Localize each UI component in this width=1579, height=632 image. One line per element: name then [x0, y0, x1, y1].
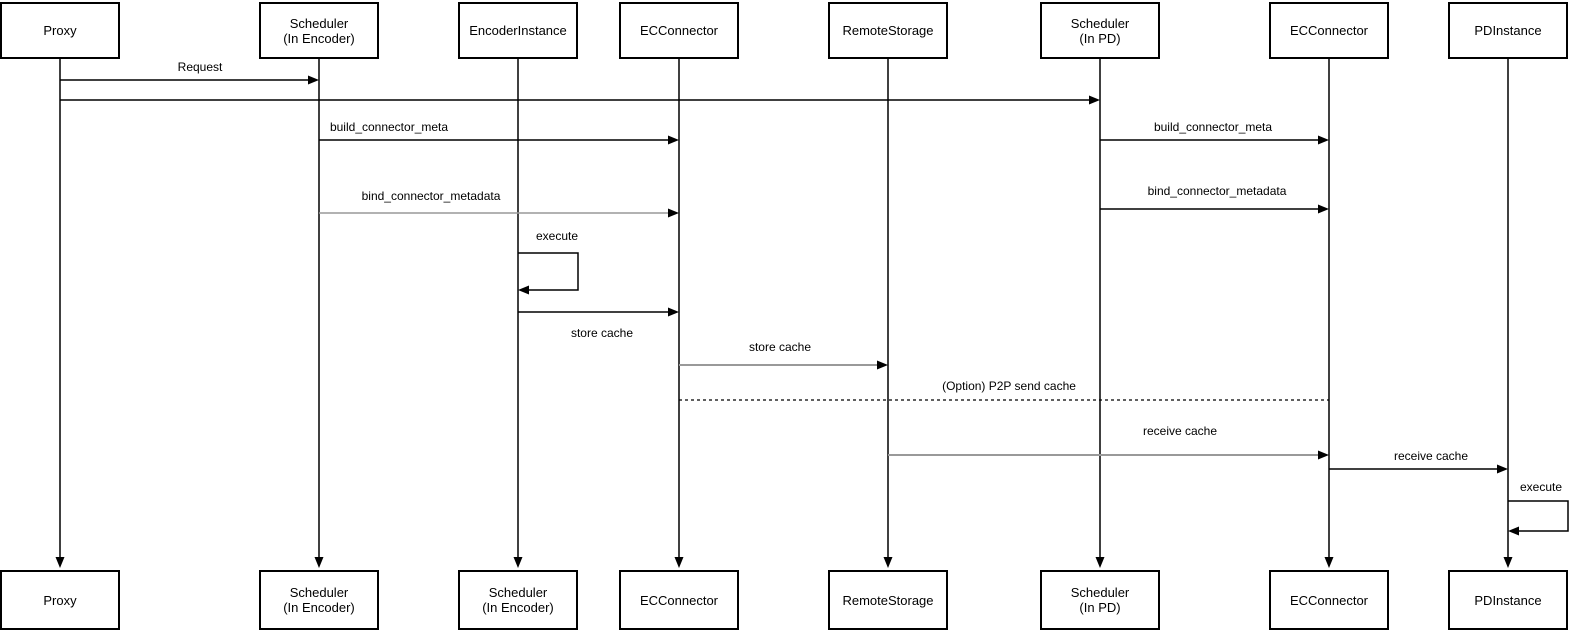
message-arrow-receive-cache-right [1329, 464, 1508, 474]
participant-bottom-ecconnector-pd: ECConnector [1269, 570, 1389, 630]
participant-label: ECConnector [1289, 592, 1369, 608]
participant-label: PDInstance [1474, 592, 1542, 608]
participant-label: Scheduler (In Encoder) [283, 585, 355, 615]
participant-bottom-proxy: Proxy [0, 570, 120, 630]
participant-top-encoder-instance: EncoderInstance [458, 2, 578, 59]
participant-label: PDInstance [1474, 23, 1542, 38]
participant-label: Scheduler (In PD) [1070, 15, 1130, 46]
message-arrow-build-connector-meta-left [319, 135, 679, 145]
message-label-p2p-send-cache: (Option) P2P send cache [942, 379, 1076, 393]
message-label-receive-cache-left: receive cache [1142, 424, 1218, 438]
message-arrow-forward-request [60, 95, 1100, 105]
participant-bottom-ecconnector-enc: ECConnector [619, 570, 739, 630]
message-arrow-build-connector-meta-right [1100, 135, 1329, 145]
lifeline-ecconnector-enc [674, 59, 684, 568]
message-self-loop-execute-right [1508, 500, 1569, 536]
participant-bottom-pd-instance: PDInstance [1448, 570, 1568, 630]
message-arrow-store-cache-right [679, 360, 888, 370]
message-label-build-connector-meta-right: build_connector_meta [1153, 120, 1273, 134]
message-label-execute-right: execute [1519, 480, 1563, 494]
lifeline-remote-storage [883, 59, 893, 568]
participant-top-pd-instance: PDInstance [1448, 2, 1568, 59]
participant-label: Scheduler (In Encoder) [482, 585, 554, 615]
participant-bottom-scheduler-in-encoder: Scheduler (In Encoder) [259, 570, 379, 630]
participant-bottom-scheduler-in-pd: Scheduler (In PD) [1040, 570, 1160, 630]
message-label-request: Request [177, 60, 223, 74]
message-arrow-bind-connector-metadata-right [1100, 204, 1329, 214]
message-label-receive-cache-right: receive cache [1393, 449, 1469, 463]
participant-label: RemoteStorage [842, 23, 934, 38]
participant-top-scheduler-in-encoder: Scheduler (In Encoder) [259, 2, 379, 59]
participant-label: RemoteStorage [842, 592, 934, 608]
message-label-build-connector-meta-left: build_connector_meta [329, 120, 449, 134]
lifeline-pd-instance [1503, 59, 1513, 568]
message-label-bind-connector-metadata-left: bind_connector_metadata [361, 189, 501, 203]
participant-label: Proxy [43, 23, 77, 38]
message-arrow-request [60, 75, 319, 85]
participant-label: ECConnector [639, 23, 719, 38]
participant-bottom-scheduler-in-encoder-2: Scheduler (In Encoder) [458, 570, 578, 630]
message-self-loop-execute-left [518, 252, 579, 295]
participant-top-scheduler-in-pd: Scheduler (In PD) [1040, 2, 1160, 59]
message-arrow-receive-cache-left [888, 450, 1329, 460]
participant-top-proxy: Proxy [0, 2, 120, 59]
message-label-store-cache-left: store cache [570, 326, 634, 340]
lifeline-ecconnector-pd [1324, 59, 1334, 568]
participant-label: ECConnector [639, 592, 719, 608]
participant-top-ecconnector-enc: ECConnector [619, 2, 739, 59]
message-arrow-bind-connector-metadata-left [319, 208, 679, 218]
participant-label: EncoderInstance [469, 23, 567, 38]
participant-label: Proxy [43, 592, 77, 608]
message-arrow-store-cache-left [518, 307, 679, 317]
participant-label: Scheduler (In PD) [1070, 585, 1130, 615]
message-label-execute-left: execute [535, 229, 579, 243]
participant-label: Scheduler (In Encoder) [283, 15, 355, 46]
participant-label: ECConnector [1289, 23, 1369, 38]
lifeline-proxy [55, 59, 65, 568]
participant-top-ecconnector-pd: ECConnector [1269, 2, 1389, 59]
message-label-store-cache-right: store cache [748, 340, 812, 354]
participant-bottom-remote-storage: RemoteStorage [828, 570, 948, 630]
participant-top-remote-storage: RemoteStorage [828, 2, 948, 59]
lifeline-scheduler-in-encoder [314, 59, 324, 568]
message-label-bind-connector-metadata-right: bind_connector_metadata [1147, 184, 1287, 198]
lifeline-scheduler-in-pd [1095, 59, 1105, 568]
lifeline-encoder-instance [513, 59, 523, 568]
